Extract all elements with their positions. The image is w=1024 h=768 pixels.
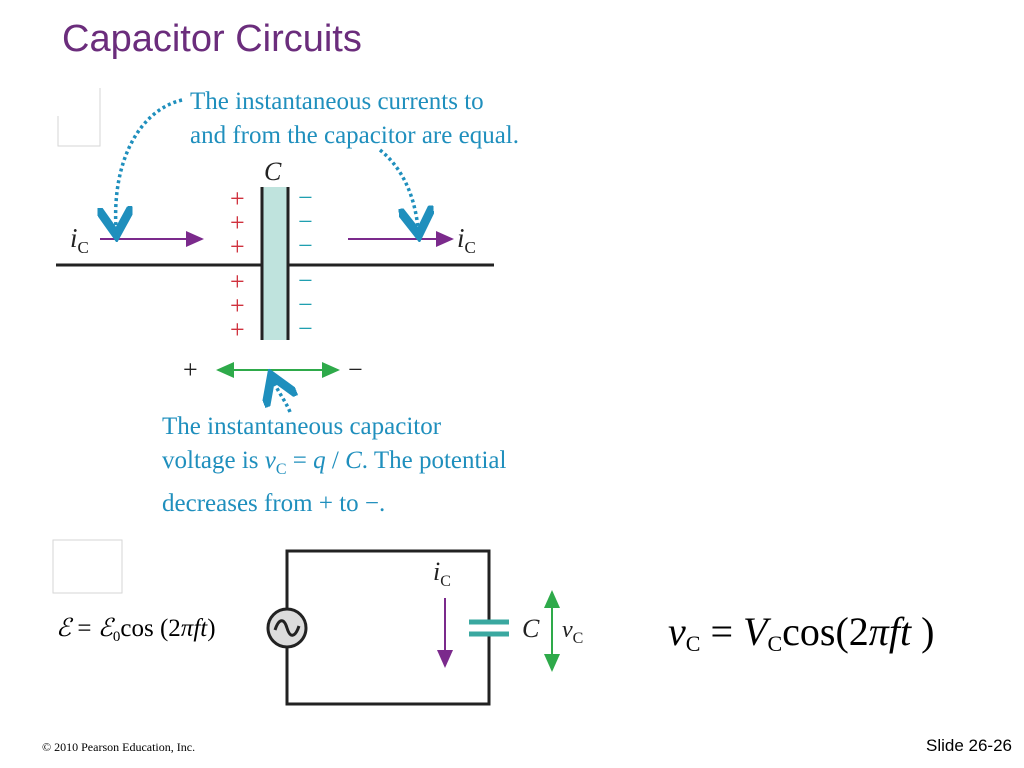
circuit-current-label: iC xyxy=(433,557,451,590)
caption-voltage-line2: voltage is vC = q / C. The potential xyxy=(162,447,507,478)
callout-arrow-left xyxy=(116,98,183,228)
capacitor-dielectric xyxy=(262,187,288,340)
circuit-voltage-label: vC xyxy=(562,617,583,647)
svg-text:+: + xyxy=(230,267,245,296)
svg-text:+: + xyxy=(230,184,245,213)
minus-charges: − − − − − − xyxy=(298,183,313,343)
svg-text:+: + xyxy=(230,232,245,261)
svg-text:−: − xyxy=(298,231,313,260)
callout-arrow-voltage xyxy=(274,382,290,413)
svg-text:−: − xyxy=(298,314,313,343)
svg-text:−: − xyxy=(298,266,313,295)
capacitor-voltage-formula: vC = VCcos(2πft ) xyxy=(668,609,935,656)
plus-charges: + + + + + + xyxy=(230,184,245,344)
ac-source-wave-icon xyxy=(273,619,301,637)
slide-title: Capacitor Circuits xyxy=(62,18,362,60)
svg-text:−: − xyxy=(298,290,313,319)
callout-arrow-right xyxy=(378,148,418,228)
current-label-right: iC xyxy=(457,223,476,257)
svg-text:+: + xyxy=(230,291,245,320)
placeholder-box-bottom xyxy=(52,539,123,594)
circuit-capacitor-label: C xyxy=(522,614,540,643)
caption-currents: The instantaneous currents to and from t… xyxy=(190,85,519,153)
svg-text:−: − xyxy=(298,207,313,236)
voltage-minus: − xyxy=(348,355,363,384)
emf-formula: ℰ = ℰ0cos (2πft) xyxy=(56,615,216,645)
caption-voltage: The instantaneous capacitor voltage is v… xyxy=(162,410,506,521)
caption-voltage-line3: decreases from + to −. xyxy=(162,490,386,517)
footer-slide-number: Slide 26-26 xyxy=(925,736,1012,755)
voltage-plus: + xyxy=(183,355,198,384)
svg-text:+: + xyxy=(230,315,245,344)
capacitor-label: C xyxy=(264,157,282,186)
caption-voltage-line1: The instantaneous capacitor xyxy=(162,413,442,440)
footer-copyright: © 2010 Pearson Education, Inc. xyxy=(42,740,196,754)
current-label-left: iC xyxy=(70,223,89,257)
svg-text:+: + xyxy=(230,208,245,237)
caption-currents-line2: and from the capacitor are equal. xyxy=(190,122,519,149)
placeholder-box-top xyxy=(57,88,101,147)
circuit-loop xyxy=(285,549,491,706)
caption-currents-line1: The instantaneous currents to xyxy=(190,88,484,115)
svg-text:−: − xyxy=(298,183,313,212)
